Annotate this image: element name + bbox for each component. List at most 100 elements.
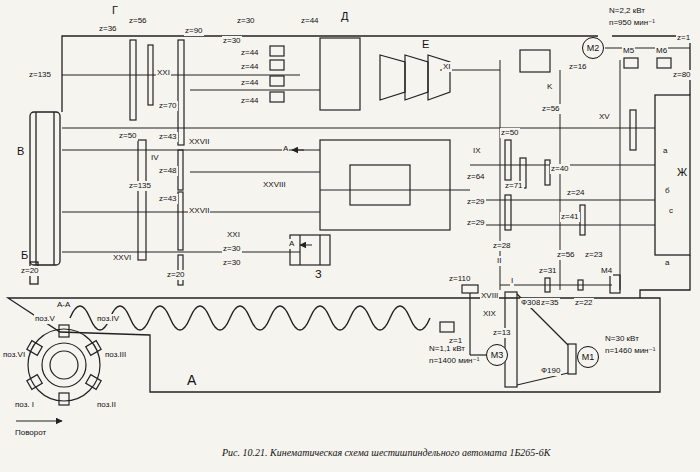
part-label: M5 xyxy=(622,46,635,56)
part-label: z=20 xyxy=(20,266,40,276)
gear-wheel xyxy=(178,150,183,190)
part-label: z=1 xyxy=(676,33,691,43)
spindle-block xyxy=(320,38,360,110)
part-label: б xyxy=(664,186,671,196)
part-label: z=44 xyxy=(240,96,260,106)
shaft-line xyxy=(190,172,320,173)
gear-wheel xyxy=(580,205,585,235)
part-label: z=43 xyxy=(158,132,178,142)
part-label: n=950 мин⁻¹ xyxy=(608,18,656,28)
gear-wheel xyxy=(138,140,146,260)
motor-circle: M3 xyxy=(486,344,508,366)
part-label: А xyxy=(288,239,295,249)
section-view xyxy=(59,393,69,405)
part-label: z=135 xyxy=(128,181,152,191)
gear-wheel xyxy=(462,285,478,293)
part-label: z=30 xyxy=(222,244,242,254)
part-label: N=30 кВт xyxy=(604,334,640,344)
part-label: Ж xyxy=(676,166,688,179)
part-label: z=44 xyxy=(300,16,320,26)
belt-drive xyxy=(505,292,517,387)
part-label: XXVIII xyxy=(262,180,287,190)
part-label: XXVII xyxy=(188,137,210,147)
shaft-line xyxy=(320,190,470,191)
belt-drive xyxy=(568,344,576,374)
motor-circle: M2 xyxy=(582,37,604,59)
part-label: z=80 xyxy=(672,70,692,80)
spindle-block xyxy=(299,235,300,265)
part-label: Б xyxy=(20,249,29,262)
part-label: z=22 xyxy=(574,298,594,308)
part-label: z=30 xyxy=(222,36,242,46)
part-label: N=2,2 кВт xyxy=(608,6,646,16)
section-view xyxy=(27,341,42,356)
part-label: поз.V xyxy=(34,314,56,324)
section-view xyxy=(50,351,78,379)
part-label: z=41 xyxy=(560,212,580,222)
part-label: z=28 xyxy=(492,241,512,251)
part-label: z=56 xyxy=(541,104,561,114)
section-view xyxy=(28,329,100,401)
part-label: а xyxy=(664,258,670,268)
part-label: а xyxy=(662,146,668,156)
part-label: M4 xyxy=(600,266,613,276)
shaft-line xyxy=(62,252,300,253)
machine-frame xyxy=(612,36,690,95)
section-view xyxy=(86,375,101,390)
worm-screw xyxy=(70,306,430,330)
part-label: z=29 xyxy=(466,197,486,207)
part-label: z=44 xyxy=(240,78,260,88)
part-label: Д xyxy=(340,10,349,23)
part-label: z=56 xyxy=(556,250,576,260)
machine-frame xyxy=(655,95,690,255)
gear-wheel xyxy=(505,140,511,180)
part-label: z=48 xyxy=(158,166,178,176)
section-view xyxy=(86,341,101,356)
belt-drive xyxy=(469,293,470,355)
part-label: z=20 xyxy=(166,270,186,280)
section-arrow xyxy=(16,150,312,421)
part-label: поз.IV xyxy=(96,314,120,324)
part-label: З xyxy=(314,268,323,281)
spindle-block xyxy=(290,235,330,265)
gear-wheel xyxy=(624,58,638,68)
shaft-line xyxy=(190,90,320,91)
part-label: z=70 xyxy=(158,101,178,111)
part-label: XIX xyxy=(482,309,497,319)
shaft-line xyxy=(62,75,300,76)
part-label: K xyxy=(546,82,553,92)
part-label: Е xyxy=(421,38,430,51)
part-label: XVIII xyxy=(480,291,499,301)
machine-frame xyxy=(62,36,598,112)
section-view xyxy=(42,343,86,387)
part-label: z=30 xyxy=(222,258,242,268)
part-label: II xyxy=(496,256,502,266)
gear-wheel xyxy=(270,60,284,70)
part-label: z=16 xyxy=(568,62,588,72)
part-label: z=30 xyxy=(236,16,256,26)
gear-wheel xyxy=(178,40,184,145)
motor-name: M3 xyxy=(491,350,504,360)
motor-circle: M1 xyxy=(577,346,599,368)
part-label: поз.III xyxy=(104,350,127,360)
part-label: z=23 xyxy=(584,250,604,260)
shaft-line xyxy=(470,128,655,129)
gear-wheel xyxy=(657,58,671,68)
belt-drive xyxy=(517,294,568,345)
belt-drive xyxy=(470,292,576,387)
part-label: IX xyxy=(472,146,482,156)
part-label: XXVII xyxy=(188,206,210,216)
part-label: поз. I xyxy=(14,400,35,410)
gear-wheel xyxy=(130,40,136,120)
part-label: n=1400 мин⁻¹ xyxy=(428,356,480,366)
part-label: z=29 xyxy=(466,218,486,228)
part-label: z=110 xyxy=(448,274,471,284)
part-label: z=40 xyxy=(550,164,570,174)
part-label: В xyxy=(16,145,25,158)
shaft-line xyxy=(470,225,655,226)
gear-wheel xyxy=(440,322,454,332)
spindle-drum xyxy=(30,112,60,265)
shaft-line xyxy=(605,48,690,49)
gear-wheel xyxy=(130,40,671,332)
part-label: z=64 xyxy=(466,172,486,182)
